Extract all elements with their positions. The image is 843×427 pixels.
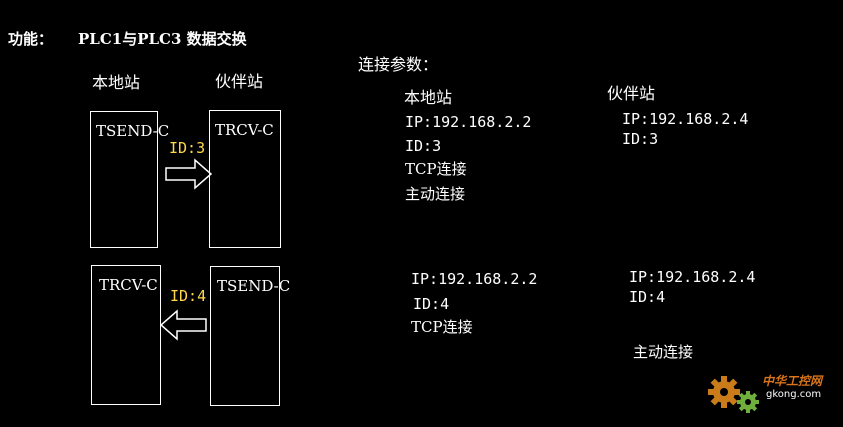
conn2-partner-id: ID:4 [629, 288, 666, 306]
connection-id-1: ID:3 [169, 139, 206, 157]
gear-icon [708, 376, 759, 413]
watermark: 中华工控网 gkong.com [704, 368, 840, 424]
block-label: TSEND-C [217, 277, 291, 295]
connection-id-2: ID:4 [170, 287, 207, 305]
arrow-left-icon [159, 309, 207, 341]
title-text: PLC1与PLC3 数据交换 [78, 30, 247, 48]
conn2-local-id: ID:4 [413, 295, 450, 313]
block-local-tsend-1: TSEND-C [90, 111, 169, 248]
diagram-local-label: 本地站 [92, 73, 141, 92]
arrow-right-icon [165, 158, 213, 190]
params-heading: 连接参数： [358, 55, 439, 74]
title-label: 功能： [8, 30, 54, 48]
conn1-partner-ip: IP:192.168.2.4 [622, 110, 749, 128]
block-partner-tsend-2: TSEND-C [210, 266, 290, 406]
block-label: TSEND-C [96, 122, 170, 140]
block-label: TRCV-C [215, 121, 274, 139]
watermark-site: gkong.com [766, 389, 822, 400]
diagram-partner-label: 伙伴站 [215, 72, 264, 91]
conn1-local-type: TCP连接 [405, 160, 467, 178]
conn1-local-ip: IP:192.168.2.2 [405, 113, 532, 131]
block-local-trcv-2: TRCV-C [91, 265, 161, 405]
conn1-partner-id: ID:3 [622, 130, 659, 148]
params-partner-label: 伙伴站 [607, 84, 656, 103]
block-partner-trcv-1: TRCV-C [209, 110, 281, 248]
conn2-local-ip: IP:192.168.2.2 [411, 270, 538, 288]
conn2-partner-ip: IP:192.168.2.4 [629, 268, 756, 286]
conn2-partner-mode: 主动连接 [633, 343, 694, 361]
conn2-local-type: TCP连接 [411, 318, 473, 336]
conn1-local-id: ID:3 [405, 137, 442, 155]
params-local-label: 本地站 [404, 88, 453, 107]
conn1-local-mode: 主动连接 [405, 185, 466, 203]
watermark-brand: 中华工控网 [762, 374, 823, 388]
block-label: TRCV-C [99, 276, 158, 294]
